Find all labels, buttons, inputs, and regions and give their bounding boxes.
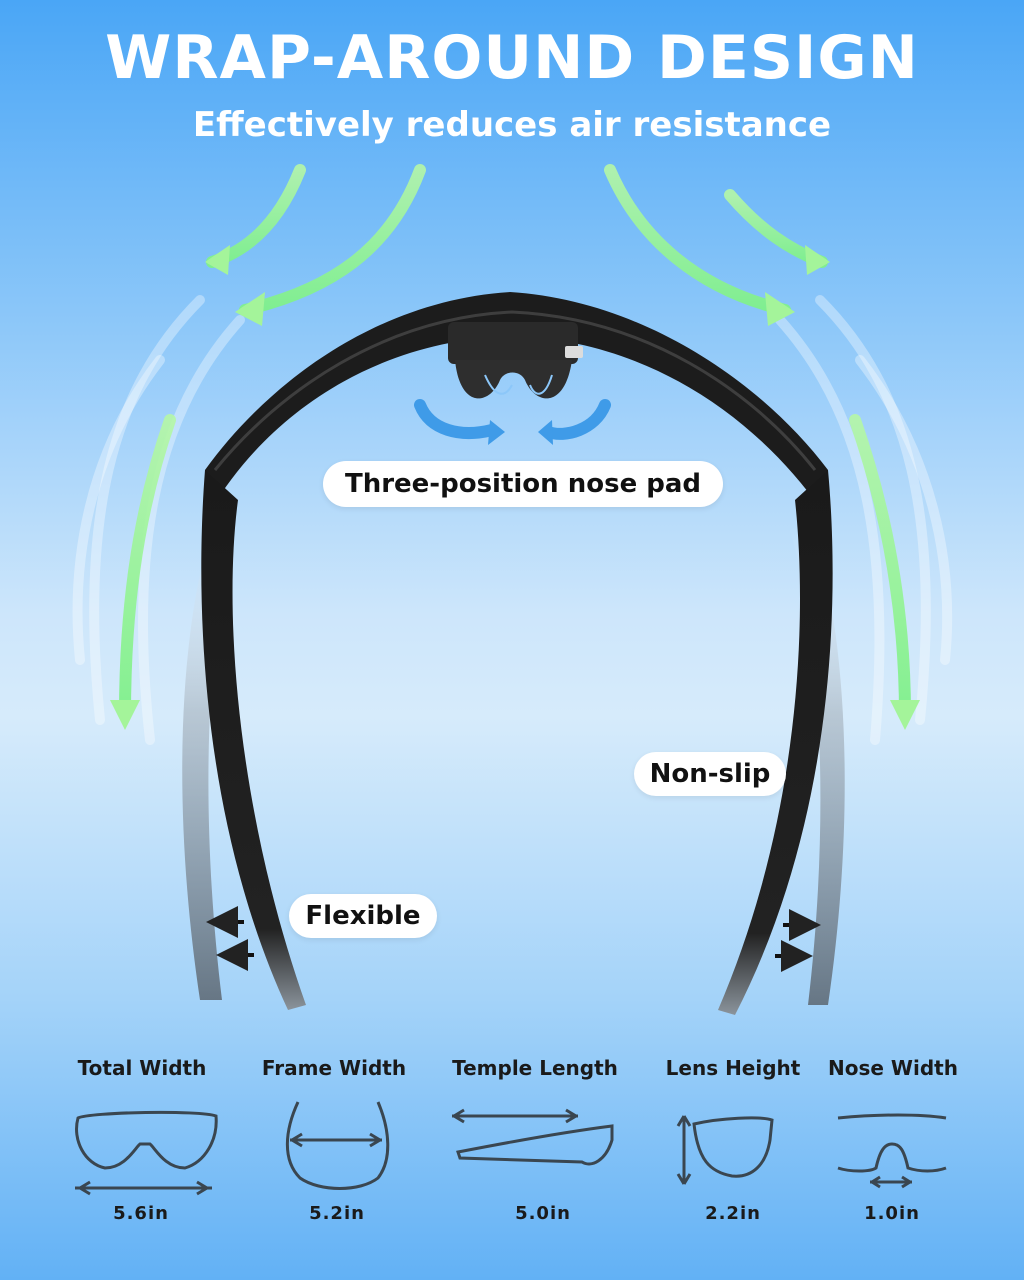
airflow-arrowheads [110,245,920,730]
spec-label-temple-length: Temple Length [452,1056,618,1080]
total-width-glasses-icon [75,1110,218,1196]
callout-flexible: Flexible [289,894,437,938]
flexed-arm-shadow-right [790,520,845,1005]
nose-pad-icon [448,322,583,399]
airflow-arrow-icon [119,414,176,721]
frame-width-glasses-icon [285,1101,390,1190]
airflow-arrow-icon [849,414,911,721]
flexed-arm-shadow-left [182,520,235,1000]
flex-arrows [206,906,821,972]
nose-width-glasses-icon [837,1113,947,1189]
spec-label-total-width: Total Width [77,1056,207,1080]
spec-label-nose-width: Nose Width [828,1056,958,1080]
spec-value-temple-length: 5.0in [515,1203,571,1224]
spec-value-lens-height: 2.2in [705,1203,761,1224]
airflow-arrow-icon [604,164,791,316]
spec-value-frame-width: 5.2in [309,1203,365,1224]
rotate-arrow-icon [542,399,611,440]
airflow-arrow-icon [239,164,426,316]
airflow-arrow-icon [206,164,306,268]
spec-value-nose-width: 1.0in [864,1203,920,1224]
page-subtitle: Effectively reduces air resistance [192,105,832,145]
temple-length-glasses-icon [452,1108,614,1166]
spec-value-total-width: 5.6in [113,1203,169,1224]
airflow-streaks [72,295,953,745]
page-title: WRAP-AROUND DESIGN [105,23,919,93]
glasses-frame [201,292,833,1015]
callout-nose-pad: Three-position nose pad [323,461,723,507]
lens-height-glasses-icon [676,1115,774,1185]
spec-label-lens-height: Lens Height [665,1056,801,1080]
rotate-arrow-icon [414,399,498,439]
spec-icons [75,1101,947,1196]
callout-non-slip: Non-slip [634,752,786,796]
spec-label-frame-width: Frame Width [261,1056,407,1080]
